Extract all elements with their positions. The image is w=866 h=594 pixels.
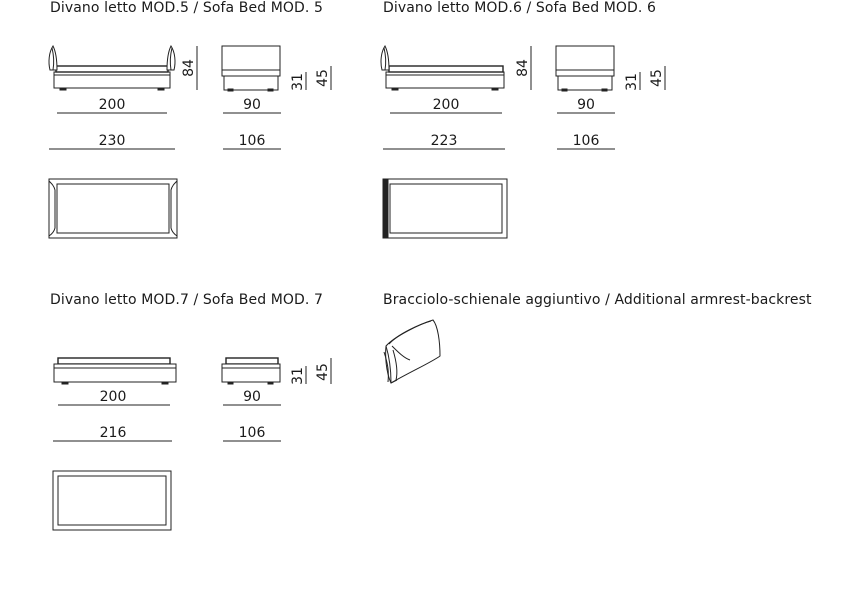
mod5-width-inner-label: 200	[99, 97, 126, 113]
mod7-width-outer-label: 216	[100, 425, 127, 441]
title-mod6: Divano letto MOD.6 / Sofa Bed MOD. 6	[383, 0, 657, 16]
mod7-front-view	[53, 357, 177, 385]
mod7-side-view	[221, 357, 281, 385]
mod5-width-outer-label: 230	[99, 133, 126, 149]
mod5-height-label: 84	[181, 59, 197, 77]
mod6-total-height-label: 45	[649, 69, 665, 87]
mod7-width-inner-label: 200	[100, 389, 127, 405]
mod5-side-view	[221, 45, 281, 92]
mod5-total-height-label: 45	[315, 69, 331, 87]
armrest-backrest-illustration	[383, 319, 441, 384]
mod6-depth-outer-label: 106	[573, 133, 600, 149]
mod5-depth-outer-label: 106	[239, 133, 266, 149]
title-mod7: Divano letto MOD.7 / Sofa Bed MOD. 7	[50, 292, 324, 308]
mod7-depth-outer-label: 106	[239, 425, 266, 441]
mod5-top-view	[48, 178, 178, 239]
mod6-side-view	[555, 45, 615, 92]
mod5-side-dims	[305, 66, 332, 90]
mod6-top-view	[382, 178, 508, 239]
mod7-top-view	[52, 470, 172, 531]
title-armrest: Bracciolo-schienale aggiuntivo / Additio…	[383, 292, 812, 308]
mod7-total-height-label: 45	[315, 363, 331, 381]
mod5-seat-height-label: 31	[290, 73, 306, 91]
mod6-height-label: 84	[515, 59, 531, 77]
mod5-depth-inner-label: 90	[243, 97, 261, 113]
title-mod5: Divano letto MOD.5 / Sofa Bed MOD. 5	[50, 0, 324, 16]
mod7-seat-height-label: 31	[290, 367, 306, 385]
mod6-depth-inner-label: 90	[577, 97, 595, 113]
mod6-front-view	[380, 45, 505, 91]
mod6-seat-height-label: 31	[624, 73, 640, 91]
mod5-front-view	[48, 45, 176, 91]
mod6-width-outer-label: 223	[431, 133, 458, 149]
mod7-depth-inner-label: 90	[243, 389, 261, 405]
mod6-width-inner-label: 200	[433, 97, 460, 113]
